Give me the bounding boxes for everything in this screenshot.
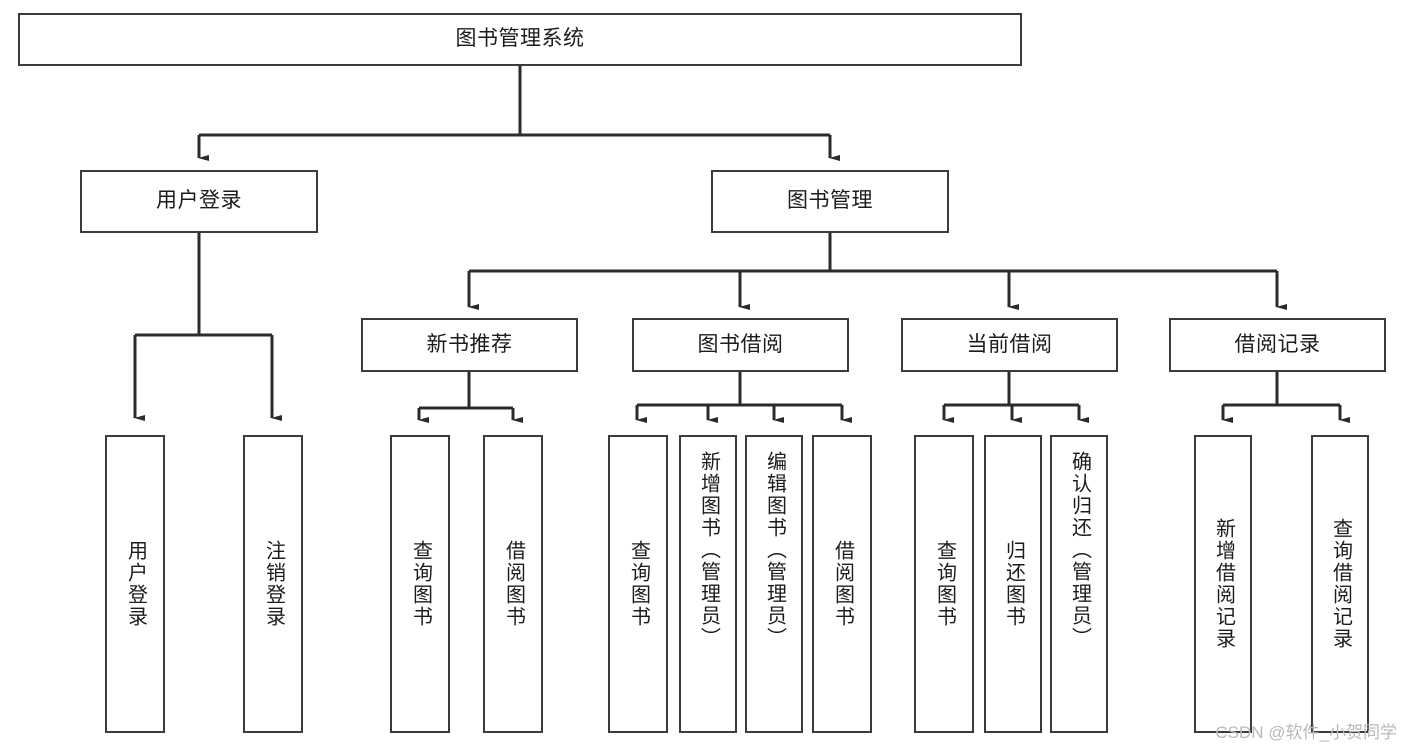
leaf-return-book[interactable]: 归还图书 [984,435,1042,733]
leaf-query-book-3[interactable]: 查询图书 [914,435,974,733]
leaf-add-book-label: 新增图书（管理员） [697,451,720,649]
leaf-add-record[interactable]: 新增借阅记录 [1194,435,1252,733]
leaf-query-book-3-label: 查询图书 [933,540,956,628]
node-book-borrow-label: 图书借阅 [697,332,784,356]
leaf-query-record-label: 查询借阅记录 [1329,518,1352,650]
node-book-admin-label: 图书管理 [787,189,873,213]
node-borrow-record-label: 借阅记录 [1234,332,1321,356]
leaf-query-record[interactable]: 查询借阅记录 [1311,435,1369,733]
leaf-add-record-label: 新增借阅记录 [1212,518,1235,650]
leaf-confirm-return[interactable]: 确认归还（管理员） [1050,435,1108,733]
leaf-borrow-book-1[interactable]: 借阅图书 [483,435,543,733]
node-current-borrow-label: 当前借阅 [966,332,1053,356]
leaf-borrow-book-1-label: 借阅图书 [502,540,525,628]
node-new-book-rec[interactable]: 新书推荐 [361,318,578,372]
leaf-query-book-2[interactable]: 查询图书 [608,435,668,733]
node-borrow-record[interactable]: 借阅记录 [1169,318,1386,372]
leaf-borrow-book-2-label: 借阅图书 [831,540,854,628]
leaf-logout[interactable]: 注销登录 [243,435,303,733]
leaf-return-book-label: 归还图书 [1002,540,1025,628]
leaf-query-book-1-label: 查询图书 [409,540,432,628]
leaf-query-book-1[interactable]: 查询图书 [390,435,450,733]
node-book-admin[interactable]: 图书管理 [711,170,949,233]
leaf-logout-label: 注销登录 [262,540,285,628]
leaf-edit-book[interactable]: 编辑图书（管理员） [745,435,803,733]
node-book-borrow[interactable]: 图书借阅 [632,318,849,372]
node-root[interactable]: 图书管理系统 [18,13,1022,66]
watermark: CSDN @软件_小贺同学 [1215,723,1397,742]
leaf-query-book-2-label: 查询图书 [627,540,650,628]
leaf-add-book[interactable]: 新增图书（管理员） [679,435,737,733]
leaf-edit-book-label: 编辑图书（管理员） [763,451,786,649]
leaf-user-login-label: 用户登录 [124,540,147,628]
node-new-book-rec-label: 新书推荐 [426,332,513,356]
leaf-borrow-book-2[interactable]: 借阅图书 [812,435,872,733]
node-user-login-label: 用户登录 [156,189,242,213]
node-current-borrow[interactable]: 当前借阅 [901,318,1118,372]
node-user-login[interactable]: 用户登录 [80,170,318,233]
leaf-user-login[interactable]: 用户登录 [105,435,165,733]
leaf-confirm-return-label: 确认归还（管理员） [1068,451,1091,649]
node-root-label: 图书管理系统 [455,27,585,51]
